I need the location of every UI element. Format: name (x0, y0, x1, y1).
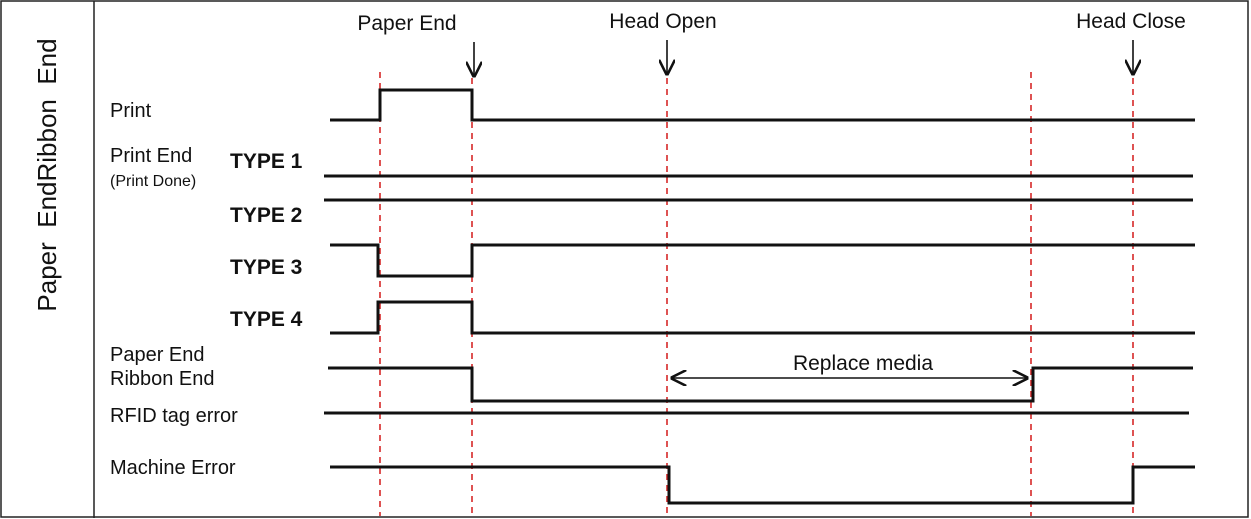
waveforms (324, 88, 1195, 505)
waveform-paper-end (328, 366, 1193, 403)
signal-label-ribbon-end: Ribbon End (110, 368, 215, 390)
event-label-paper-end: Paper End (357, 12, 456, 35)
timing-markers (379, 72, 1134, 516)
signal-label-print: Print (110, 100, 152, 122)
waveform-print (330, 88, 1195, 122)
side-title: Paper EndRibbon End (32, 38, 62, 311)
event-label-head-open: Head Open (609, 10, 716, 33)
waveform-type4 (330, 300, 1195, 335)
annotation-replace-media: Replace media (793, 352, 933, 375)
signal-label-machine-error: Machine Error (110, 457, 236, 479)
waveform-type3 (330, 243, 1195, 278)
event-label-head-close: Head Close (1076, 10, 1186, 33)
signal-label-rfid: RFID tag error (110, 405, 238, 427)
waveform-machine-error (330, 465, 1195, 505)
signal-label-type2: TYPE 2 (230, 204, 302, 227)
signal-label-type4: TYPE 4 (230, 308, 303, 331)
signal-label-paper-end: Paper End (110, 344, 205, 366)
signal-label-type3: TYPE 3 (230, 256, 302, 279)
signal-label-print-end: Print End (110, 145, 192, 167)
signal-label-print-done: (Print Done) (110, 173, 196, 190)
signal-label-type1: TYPE 1 (230, 150, 303, 173)
